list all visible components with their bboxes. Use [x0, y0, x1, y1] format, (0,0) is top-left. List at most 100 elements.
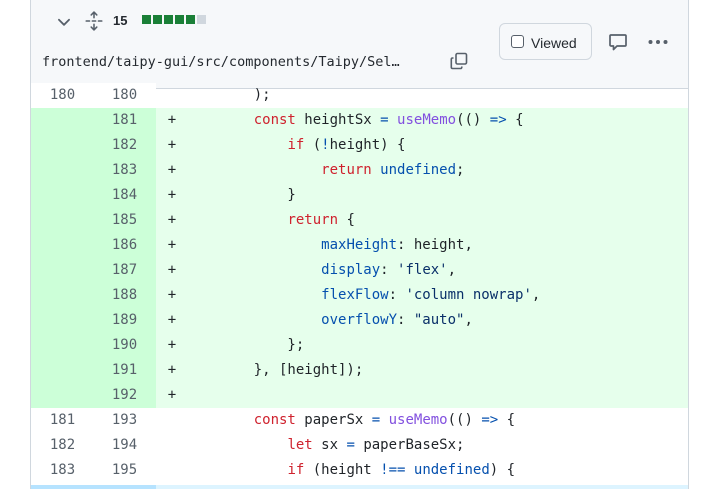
code-token: = — [346, 437, 355, 453]
code-token: : height, — [397, 237, 473, 253]
changes-count: 15 — [113, 13, 128, 28]
code-token — [220, 462, 287, 478]
new-line-number[interactable]: 189 — [93, 308, 156, 333]
old-line-number[interactable] — [31, 383, 94, 408]
code-token: paperSx — [295, 412, 372, 428]
old-line-number[interactable] — [31, 333, 94, 358]
new-line-number[interactable]: 193 — [93, 408, 156, 433]
code-token: height) { — [329, 137, 406, 153]
viewed-toggle[interactable]: Viewed — [499, 23, 592, 60]
old-line-number[interactable] — [31, 133, 94, 158]
code-text: return undefined; — [220, 158, 464, 183]
code-token — [220, 162, 321, 178]
old-line-number[interactable] — [31, 283, 94, 308]
new-line-number[interactable]: 187 — [93, 258, 156, 283]
new-line-number[interactable]: 181 — [93, 108, 156, 133]
code-token: if — [287, 137, 305, 153]
old-line-number[interactable] — [31, 308, 94, 333]
new-line-number[interactable]: 191 — [93, 358, 156, 383]
file-path[interactable]: frontend/taipy-gui/src/components/Taipy/… — [42, 54, 400, 70]
code-token: = — [380, 112, 389, 128]
new-line-number[interactable]: 186 — [93, 233, 156, 258]
code-token: (() — [456, 112, 490, 128]
diff-line: 184+ } — [31, 183, 688, 208]
code-text: }; — [220, 333, 304, 358]
new-line-number[interactable]: 180 — [93, 83, 156, 108]
code-token — [405, 462, 413, 478]
kebab-horizontal-icon[interactable] — [647, 33, 669, 51]
code-token — [220, 237, 321, 253]
new-line-number[interactable]: 184 — [93, 183, 156, 208]
new-line-number[interactable]: 183 — [93, 158, 156, 183]
old-line-number[interactable] — [31, 208, 94, 233]
code-token: 'column nowrap' — [405, 287, 532, 303]
diff-sign: + — [167, 212, 177, 228]
code-token — [220, 412, 254, 428]
new-line-number[interactable]: 182 — [93, 133, 156, 158]
diff-line: 191+ }, [height]); — [31, 358, 688, 383]
diffstat-square — [197, 15, 206, 24]
chevron-down-icon[interactable] — [55, 13, 73, 31]
diff-line: 190+ }; — [31, 333, 688, 358]
old-line-number[interactable] — [31, 358, 94, 383]
diff-sign: + — [167, 387, 177, 403]
code-token — [220, 437, 287, 453]
code-token: useMemo — [397, 112, 457, 128]
code-text: }, [height]); — [220, 358, 364, 383]
old-line-number[interactable]: 180 — [31, 83, 94, 108]
new-line-number[interactable]: 185 — [93, 208, 156, 233]
code-token: { — [498, 412, 516, 428]
new-line-number[interactable]: 188 — [93, 283, 156, 308]
old-line-number[interactable] — [31, 108, 94, 133]
copy-icon[interactable] — [449, 51, 469, 71]
viewed-checkbox[interactable] — [511, 35, 524, 48]
diff-sign: + — [167, 287, 177, 303]
code-text: return { — [220, 208, 355, 233]
code-token: sx — [312, 437, 347, 453]
code-token: (height — [304, 462, 381, 478]
diff-sign: + — [167, 312, 177, 328]
old-line-number[interactable]: 183 — [31, 458, 94, 483]
diff-sign: + — [167, 262, 177, 278]
code-token: ! — [321, 137, 330, 153]
code-token: const — [253, 412, 296, 428]
code-token: { — [338, 212, 355, 228]
comment-icon[interactable] — [608, 32, 628, 52]
new-line-number[interactable]: 194 — [93, 433, 156, 458]
old-line-number[interactable]: 181 — [31, 408, 94, 433]
code-token: (() — [447, 412, 482, 428]
code-text: let sx = paperBaseSx; — [220, 433, 464, 458]
new-line-number[interactable]: 192 — [93, 383, 156, 408]
old-line-number[interactable] — [31, 183, 94, 208]
diff-sign: + — [167, 137, 177, 153]
diffstat-square — [164, 15, 173, 24]
diff-line: 182+ if (!height) { — [31, 133, 688, 158]
code-token: ) { — [489, 462, 516, 478]
code-token: return — [321, 162, 372, 178]
old-line-number[interactable]: 182 — [31, 433, 94, 458]
old-line-number[interactable] — [31, 258, 94, 283]
code-token: return — [287, 212, 339, 228]
diffstat-square — [142, 15, 151, 24]
code-token: : — [397, 312, 414, 328]
diff-file: 15 frontend/taipy-gui/src/components/Tai… — [30, 0, 689, 489]
diff-line: 187+ display: 'flex', — [31, 258, 688, 283]
unfold-icon[interactable] — [85, 11, 103, 31]
code-token: { — [506, 112, 524, 128]
code-token: let — [287, 437, 313, 453]
code-token: } — [220, 187, 296, 203]
hunk-expander-bar[interactable] — [31, 485, 688, 489]
code-token: ; — [456, 162, 465, 178]
code-token: => — [489, 112, 507, 128]
diffstat-square — [175, 15, 184, 24]
new-line-number[interactable]: 190 — [93, 333, 156, 358]
new-line-number[interactable]: 195 — [93, 458, 156, 483]
old-line-number[interactable] — [31, 233, 94, 258]
code-token: undefined — [380, 162, 457, 178]
code-token — [389, 112, 397, 128]
code-text: ); — [220, 83, 271, 108]
old-line-number[interactable] — [31, 158, 94, 183]
